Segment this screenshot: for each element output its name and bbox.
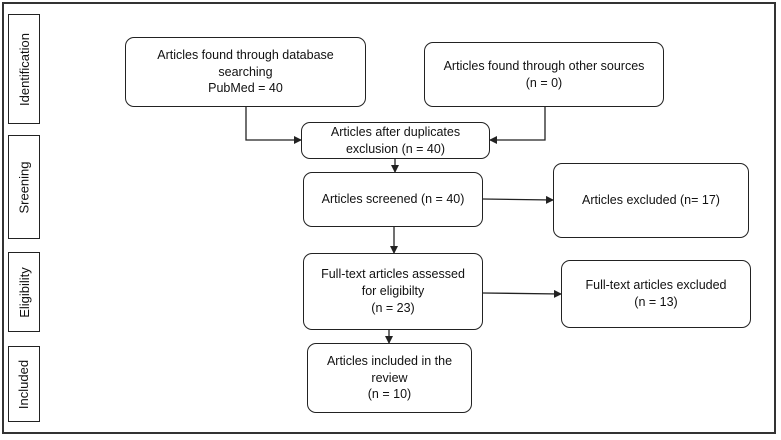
stage-included: Included [8, 346, 40, 422]
stage-included-label: Included [16, 359, 32, 409]
box-fulltext-assessed: Full-text articles assessed for eligibil… [303, 253, 483, 330]
box-after-duplicates: Articles after duplicates exclusion (n =… [301, 122, 490, 159]
box-other-sources-line1: Articles found through other sources [443, 58, 645, 73]
stage-identification-label: Identification [16, 32, 32, 106]
box-screened: Articles screened (n = 40) [303, 172, 483, 227]
box-included-line2: review [371, 370, 408, 385]
box-database-search: Articles found through database searchin… [125, 37, 366, 107]
stage-screening: Sreening [8, 135, 40, 239]
stage-screening-label: Sreening [16, 160, 32, 214]
box-fulltext-assessed-line2: for eligibilty [361, 284, 425, 299]
box-fulltext-excluded: Full-text articles excluded (n = 13) [561, 260, 751, 328]
box-database-search-line2: searching [218, 64, 273, 79]
box-excluded-line1: Articles excluded (n= 17) [582, 193, 720, 208]
stage-eligibility: Eligibility [8, 252, 40, 332]
box-fulltext-excluded-line1: Full-text articles excluded [585, 278, 727, 293]
box-included-line3: (n = 10) [367, 387, 412, 402]
box-other-sources-line2: (n = 0) [525, 75, 563, 90]
box-database-search-line1: Articles found through database [157, 47, 334, 62]
stage-eligibility-label: Eligibility [16, 266, 32, 318]
box-excluded: Articles excluded (n= 17) [553, 163, 749, 238]
stage-identification: Identification [8, 14, 40, 124]
box-after-duplicates-line1: Articles after duplicates [330, 124, 461, 139]
box-fulltext-excluded-line2: (n = 13) [634, 295, 678, 309]
box-other-sources: Articles found through other sources (n … [424, 42, 664, 107]
box-fulltext-assessed-line1: Full-text articles assessed [321, 267, 465, 282]
box-database-search-line3: PubMed = 40 [208, 81, 283, 96]
box-screened-line1: Articles screened (n = 40) [321, 192, 465, 207]
box-included: Articles included in the review (n = 10) [307, 343, 472, 413]
box-fulltext-assessed-line3: (n = 23) [371, 300, 415, 315]
box-included-line1: Articles included in the [326, 353, 453, 368]
box-after-duplicates-line2: exclusion (n = 40) [345, 141, 445, 156]
